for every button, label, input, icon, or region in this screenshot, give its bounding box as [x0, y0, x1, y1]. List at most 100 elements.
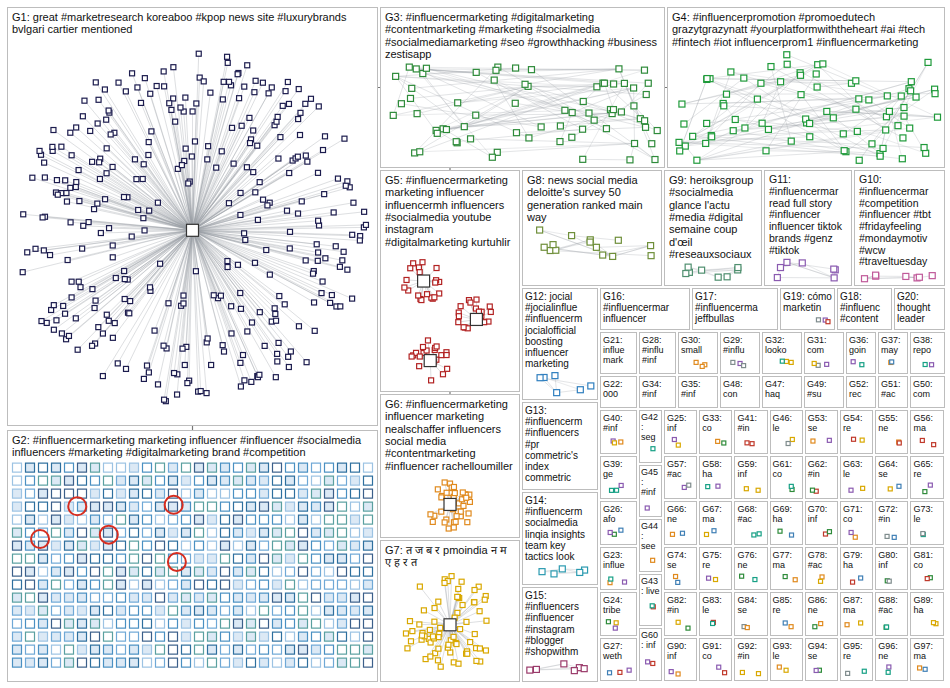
vertex-square	[132, 157, 137, 162]
vertex-square	[537, 227, 543, 233]
vertex-square	[364, 554, 373, 563]
group-vertices	[651, 447, 655, 451]
vertex-square	[195, 502, 204, 511]
vertex-edge	[40, 151, 193, 230]
vertex-square	[244, 165, 249, 170]
vertex-square	[229, 331, 234, 336]
vertex-square	[65, 554, 74, 563]
vertex-square	[312, 593, 321, 602]
vertex-edge	[787, 262, 834, 269]
vertex-square	[218, 293, 223, 298]
vertex-edge	[173, 67, 192, 230]
vertex-square	[456, 595, 461, 600]
vertex-square	[260, 593, 269, 602]
vertex-square	[52, 593, 61, 602]
vertex-square	[643, 92, 649, 98]
vertex-square	[52, 554, 61, 563]
vertex-square	[807, 134, 813, 140]
vertex-square	[325, 593, 334, 602]
vertex-square	[52, 541, 61, 550]
vertex-square	[117, 567, 126, 576]
vertex-edge	[634, 106, 657, 131]
vertex-edge	[693, 96, 888, 136]
vertex-square	[650, 604, 654, 608]
vertex-square	[458, 304, 463, 309]
vertex-square	[338, 463, 347, 472]
vertex-square	[581, 666, 587, 672]
vertex-square	[730, 128, 736, 134]
vertex-square	[853, 106, 859, 112]
vertex-square	[308, 96, 313, 101]
vertex-square	[100, 331, 105, 336]
vertex-square	[325, 463, 334, 472]
vertex-square	[449, 574, 454, 579]
vertex-square	[900, 135, 906, 141]
vertex-square	[350, 232, 355, 237]
vertex-square	[33, 246, 38, 251]
vertex-square	[152, 328, 157, 333]
vertex-edge	[693, 64, 823, 136]
vertex-square	[220, 343, 225, 348]
vertex-square	[130, 619, 139, 628]
vertex-square	[444, 619, 456, 631]
vertex-square	[221, 489, 230, 498]
vertex-edge	[193, 130, 254, 230]
vertex-square	[364, 593, 373, 602]
vertex-square	[95, 201, 100, 206]
vertex-square	[182, 632, 191, 641]
vertex-square	[104, 117, 109, 122]
vertex-square	[765, 126, 771, 132]
vertex-square	[52, 528, 61, 537]
vertex-square	[554, 390, 560, 396]
vertex-square	[338, 593, 347, 602]
vertex-square	[351, 658, 360, 667]
vertex-square	[91, 528, 100, 537]
vertex-square	[654, 128, 660, 134]
vertex-square	[464, 495, 469, 500]
vertex-square	[253, 78, 258, 83]
vertex-square	[195, 593, 204, 602]
vertex-square	[432, 619, 437, 624]
vertex-edge	[193, 230, 299, 326]
vertex-square	[340, 258, 345, 263]
vertex-square	[286, 101, 291, 106]
group-vertices	[851, 360, 864, 367]
vertex-square	[538, 124, 544, 130]
vertex-square	[286, 541, 295, 550]
vertex-square	[13, 606, 22, 615]
vertex-square	[405, 646, 410, 651]
vertex-edge	[193, 89, 299, 230]
vertex-square	[758, 80, 764, 86]
vertex-square	[143, 476, 152, 485]
vertex-square	[144, 363, 149, 368]
vertex-square	[13, 554, 22, 563]
vertex-square	[69, 153, 74, 158]
vertex-square	[694, 360, 698, 364]
vertex-square	[238, 212, 243, 217]
vertex-square	[183, 95, 188, 100]
vertex-square	[221, 619, 230, 628]
vertex-edge	[554, 572, 580, 573]
vertex-square	[856, 157, 862, 163]
vertex-square	[325, 632, 334, 641]
vertex-square	[452, 491, 457, 496]
vertex-square	[632, 141, 638, 147]
vertex-square	[242, 231, 247, 236]
vertex-square	[107, 226, 112, 231]
vertex-square	[104, 606, 113, 615]
vertex-square	[303, 153, 308, 158]
vertex-square	[130, 489, 139, 498]
vertex-square	[249, 379, 254, 384]
vertex-square	[143, 554, 152, 563]
vertex-square	[154, 84, 159, 89]
vertex-square	[552, 373, 558, 379]
vertex-square	[611, 81, 617, 87]
vertex-square	[923, 150, 929, 156]
vertex-square	[117, 606, 126, 615]
vertex-square	[322, 192, 327, 197]
vertex-square	[482, 597, 487, 602]
vertex-square	[417, 270, 422, 275]
vertex-square	[245, 63, 250, 68]
vertex-square	[221, 593, 230, 602]
